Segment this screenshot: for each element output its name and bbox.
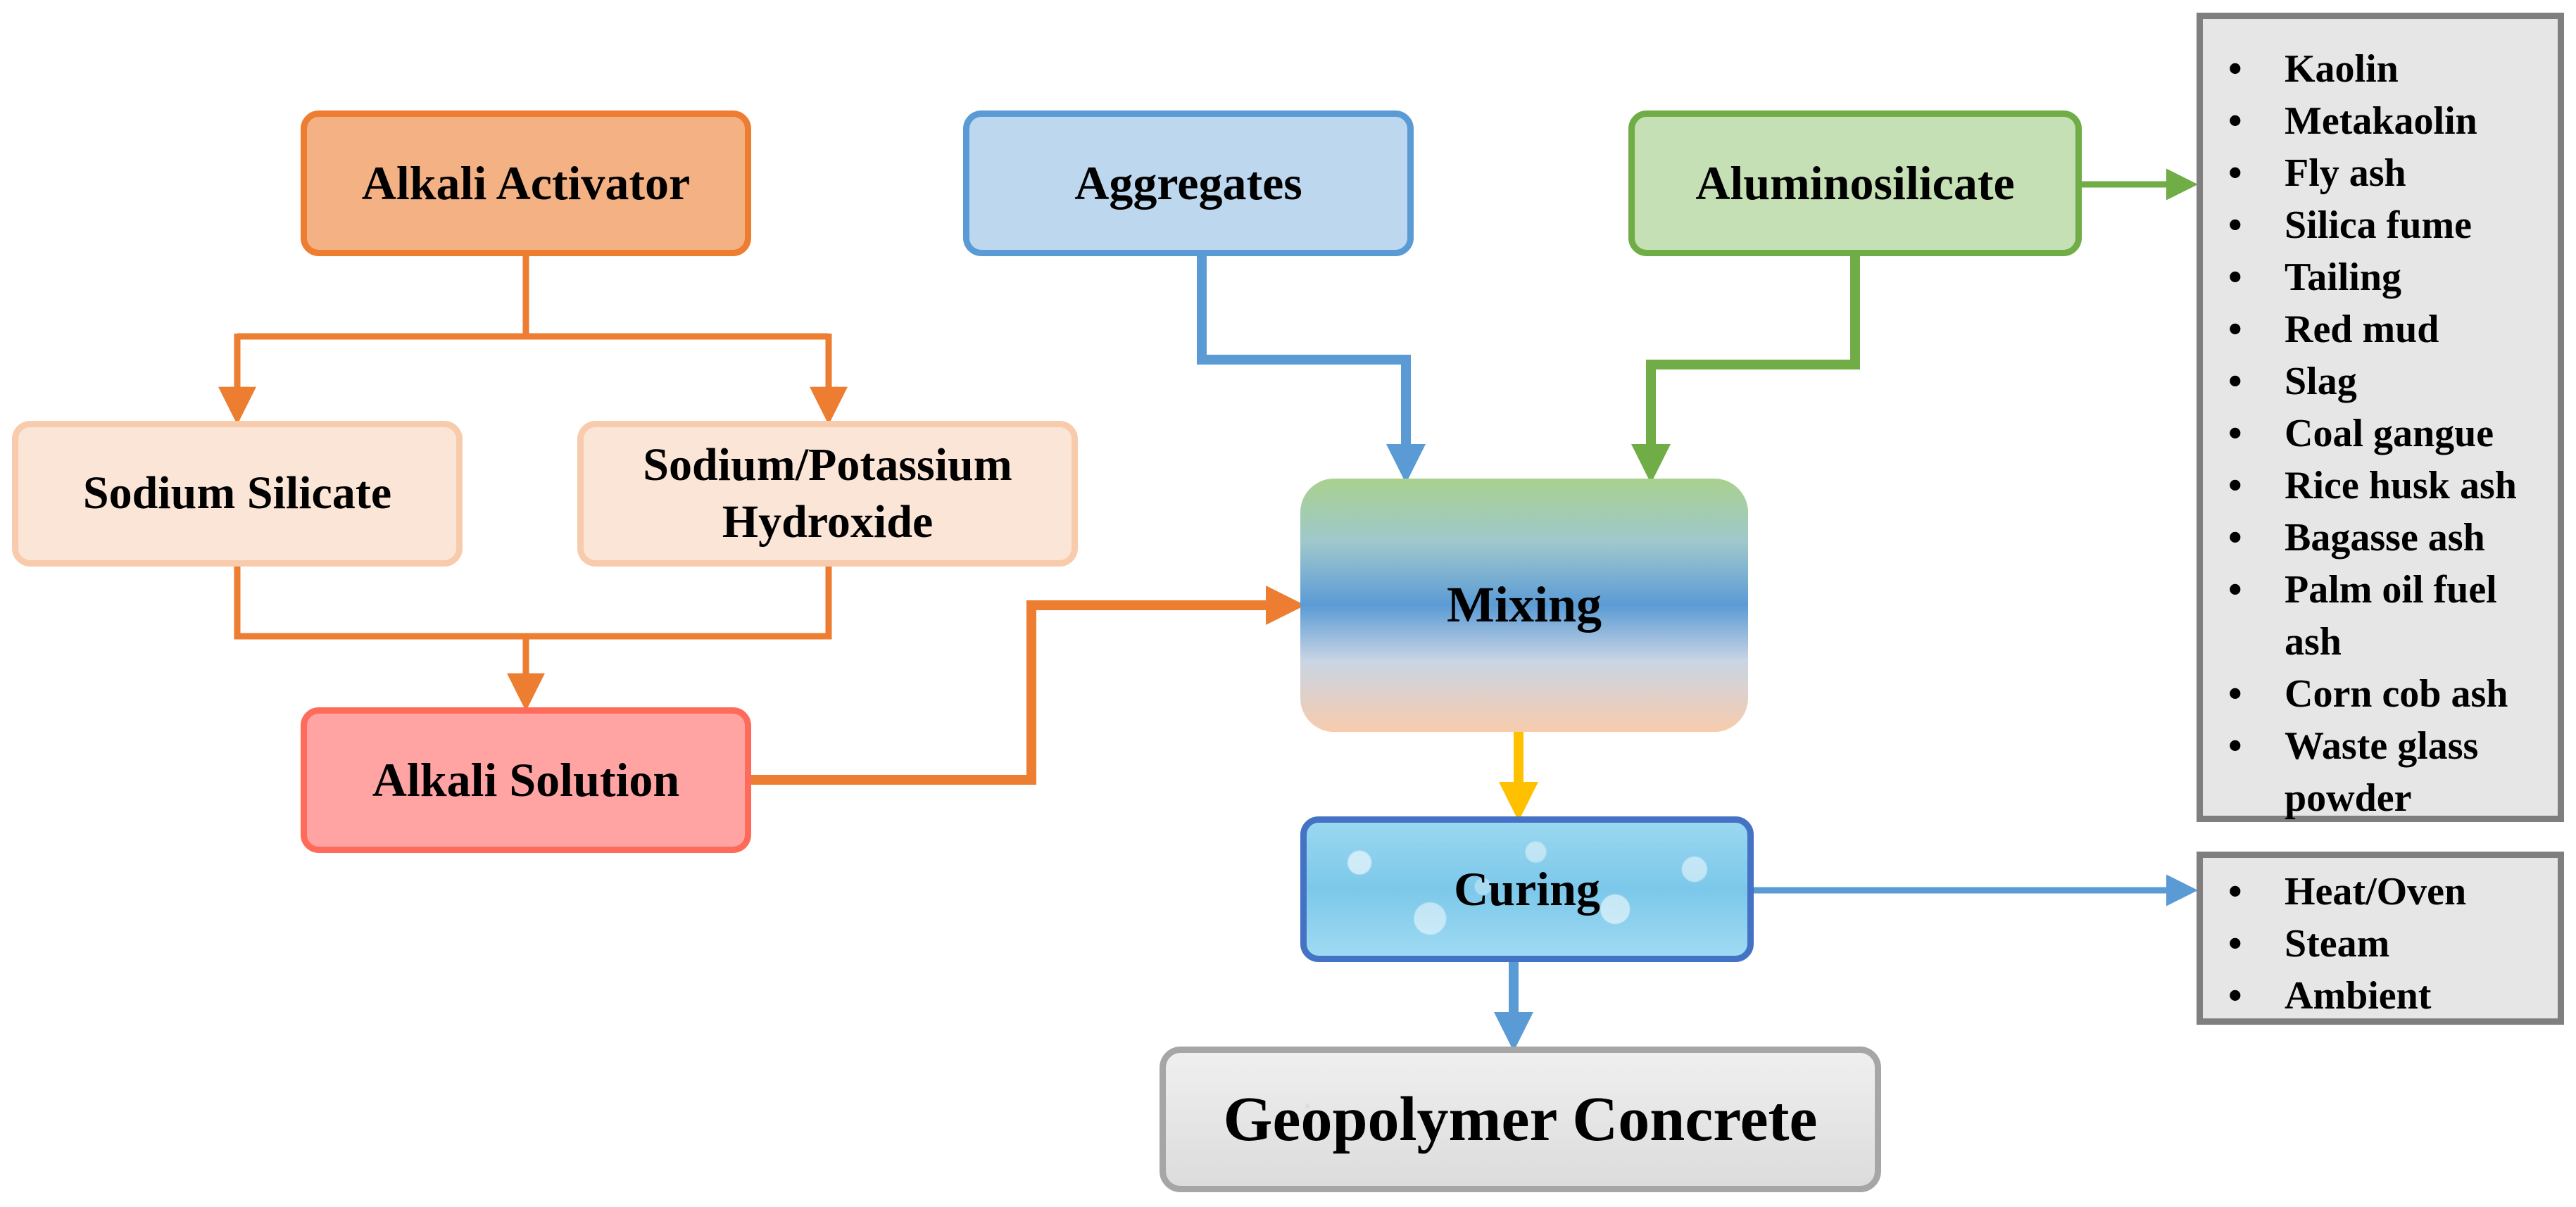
list-item: Heat/Oven [2203, 866, 2558, 918]
aluminosilicate-sources-list: Kaolin Metakaolin Fly ash Silica fume Ta… [2197, 13, 2564, 822]
geopolymer-concrete-label: Geopolymer Concrete [1223, 1084, 1818, 1154]
aggregates-node: Aggregates [963, 110, 1414, 256]
alkali-activator-node: Alkali Activator [301, 110, 751, 256]
list-item: Steam [2203, 918, 2558, 970]
sodium-silicate-node: Sodium Silicate [12, 421, 463, 567]
list-item: Waste glass powder [2203, 720, 2558, 824]
hydroxide-node: Sodium/Potassium Hydroxide [577, 421, 1078, 567]
hydroxide-label-line2: Hydroxide [722, 495, 934, 548]
list-item: Rice husk ash [2203, 460, 2558, 512]
list-item: Ambient [2203, 970, 2558, 1022]
curing-node: Curing [1300, 816, 1754, 962]
list-item: Coal gangue [2203, 407, 2558, 460]
curing-methods-list: Heat/Oven Steam Ambient [2197, 852, 2564, 1025]
sodium-silicate-label: Sodium Silicate [82, 467, 392, 519]
list-item: Kaolin [2203, 43, 2558, 95]
aluminosilicate-node: Aluminosilicate [1628, 110, 2082, 256]
mixing-label: Mixing [1446, 576, 1602, 633]
hydroxide-label-line1: Sodium/Potassium [643, 438, 1012, 491]
alkali-solution-node: Alkali Solution [301, 707, 751, 853]
list-item: Tailing [2203, 251, 2558, 303]
geopolymer-concrete-node: Geopolymer Concrete [1160, 1047, 1881, 1192]
activator-to-reagents-connector [237, 256, 829, 340]
arrow-alkali-solution-to-mixing [751, 586, 1305, 785]
list-item: Red mud [2203, 303, 2558, 355]
list-item: Bagasse ash [2203, 512, 2558, 564]
arrow-aluminosilicate-to-mixing [1631, 256, 1860, 484]
mixing-node: Mixing [1300, 479, 1748, 732]
list-item: Palm oil fuel ash [2203, 564, 2558, 668]
alkali-activator-label: Alkali Activator [361, 156, 691, 210]
aggregates-label: Aggregates [1074, 156, 1302, 210]
reagents-merge-connector [234, 567, 832, 640]
alkali-solution-label: Alkali Solution [372, 753, 680, 807]
list-item: Metakaolin [2203, 95, 2558, 147]
list-item: Silica fume [2203, 199, 2558, 251]
curing-label: Curing [1454, 862, 1600, 916]
arrow-aggregates-to-mixing [1197, 256, 1426, 484]
list-item: Fly ash [2203, 147, 2558, 199]
list-item: Corn cob ash [2203, 668, 2558, 720]
list-item: Slag [2203, 355, 2558, 407]
aluminosilicate-label: Aluminosilicate [1695, 156, 2015, 210]
